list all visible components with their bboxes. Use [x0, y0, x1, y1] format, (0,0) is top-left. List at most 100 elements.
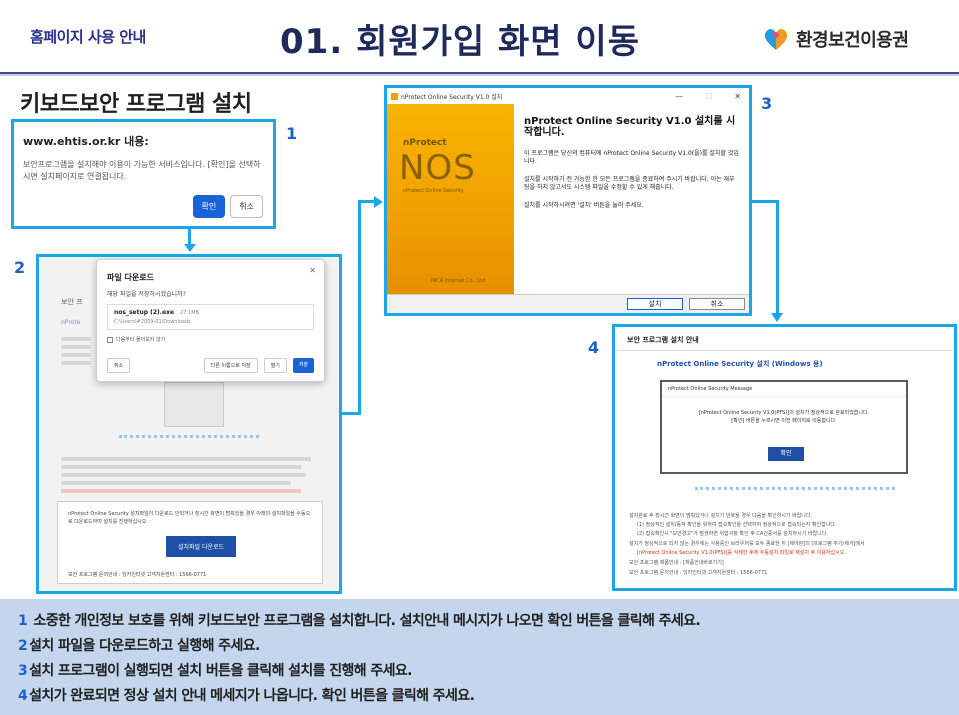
instruction-number: 1	[18, 613, 28, 629]
installer-window: nProtect Online Security V1.0 설치 — ☐ ✕ n…	[384, 85, 752, 316]
file-name: nos_setup (2).exe	[114, 309, 175, 316]
connector-2-3-a	[342, 412, 360, 415]
instructions-panel: 1 소중한 개인정보 보호를 위해 키보드보안 프로그램을 설치합니다. 설치안…	[0, 599, 959, 715]
instruction-text: 설치가 완료되면 정상 설치 안내 메세지가 나옵니다. 확인 버튼을 클릭해 …	[29, 688, 475, 704]
connector-1-2	[188, 229, 191, 245]
bg-line	[61, 473, 306, 477]
connector-3-4-b	[776, 200, 779, 314]
instruction-text: 설치 프로그램이 실행되면 설치 버튼을 클릭해 설치를 진행해 주세요.	[29, 663, 412, 679]
bg-line	[61, 457, 311, 461]
step-number-3: 3	[761, 94, 773, 113]
bg-line	[61, 481, 291, 485]
install-complete-dialog: nProtect Online Security Message [nProte…	[660, 380, 908, 474]
header-divider	[0, 72, 959, 74]
download-dialog: ✕ 파일 다운로드 해당 파일을 저장하시겠습니까? nos_setup (2)…	[96, 259, 325, 382]
arrow-down-icon	[771, 313, 783, 322]
installer-brand-panel: nProtect NOS nProtect Online Security IN…	[387, 104, 514, 294]
install-note-6: 보안 프로그램 제품안내 : [제품안내바로가기]	[629, 560, 724, 566]
download-dialog-question: 해당 파일을 저장하시겠습니까?	[107, 291, 186, 298]
save-button[interactable]: 저장	[292, 358, 314, 373]
instruction-text: 소중한 개인정보 보호를 위해 키보드보안 프로그램을 설치합니다. 설치안내 …	[29, 613, 701, 629]
close-icon[interactable]: ✕	[734, 91, 741, 101]
checkbox-label: 다음부터 물어보지 않기	[116, 337, 166, 343]
bg-line	[61, 361, 91, 365]
section-title: 키보드보안 프로그램 설치	[20, 92, 252, 117]
homepage-guide-label: 홈페이지 사용 안내	[30, 28, 146, 46]
logo-text: 환경보건이용권	[796, 30, 909, 51]
install-note-2: (1) 정상적인 설치/동작 확인을 위하여 접속확인을 선택하여 정상적으로 …	[637, 522, 837, 528]
alert-ok-button[interactable]: 확인	[192, 195, 226, 218]
progress-dots	[119, 435, 259, 439]
bg-line	[61, 337, 91, 341]
installer-download-button[interactable]: 설치파일 다운로드	[166, 536, 237, 557]
bg-line	[61, 465, 301, 469]
brand-logo: 환경보건이용권	[762, 24, 909, 54]
install-guide-subheading: nProtect Online Security 설치 (Windows 용)	[657, 360, 823, 368]
page-title: 01. 회원가입 화면 이동	[280, 22, 640, 62]
file-download-panel: 보안 프 nProte ✕ 파일 다운로드 해당 파일을 저장하시겠습니까? n…	[36, 254, 342, 594]
manual-download-message: nProtect Online Security 설치파일이 다운로드 안되거나…	[68, 511, 311, 525]
step-number-2: 2	[14, 258, 26, 277]
bg-nprotect: nProte	[61, 319, 81, 326]
header-divider-light	[0, 74, 959, 76]
heart-logo-icon	[764, 29, 788, 50]
installer-content: nProtect Online Security V1.0 설치를 시작합니다.…	[514, 104, 749, 294]
install-complete-ok-button[interactable]: 확인	[768, 447, 804, 461]
progress-dots	[695, 487, 895, 490]
checkbox-icon[interactable]	[107, 336, 113, 343]
installer-footer: 설치 취소	[387, 294, 749, 313]
install-note-5: [nProtect Online Security V1.0(PFS)]를 삭제…	[637, 550, 846, 556]
instruction-number: 4	[18, 688, 28, 704]
bg-line	[61, 353, 91, 357]
step-number-4: 4	[588, 338, 600, 357]
connector-3-4-a	[752, 200, 778, 203]
step-number-1: 1	[286, 124, 298, 143]
installer-text-2: 설치를 시작하기 전 가능한 한 모든 프로그램을 종료하여 주시기 바랍니다.…	[524, 176, 735, 191]
connector-2-3-c	[358, 200, 376, 203]
installer-titlebar: nProtect Online Security V1.0 설치 — ☐ ✕	[387, 88, 749, 104]
product-logo: NOS	[399, 148, 476, 188]
installer-window-title: nProtect Online Security V1.0 설치	[401, 93, 503, 101]
maximize-icon[interactable]: ☐	[705, 91, 713, 101]
install-guide-heading: 보안 프로그램 설치 안내	[615, 327, 954, 351]
installer-text-1: 이 프로그램은 당신의 컴퓨터에 nProtect Online Securit…	[524, 150, 739, 165]
file-size: 27.1MB	[180, 310, 199, 316]
monitor-illustration	[164, 382, 224, 427]
install-note-1: 설치완료 후 장시간 화면이 멈춰있거나 설치가 반복될 경우 다음을 확인하시…	[629, 513, 813, 519]
connector-2-3-b	[358, 200, 361, 415]
instruction-number: 2	[18, 638, 28, 654]
alert-cancel-button[interactable]: 취소	[230, 195, 263, 218]
brand-name: nProtect	[403, 138, 447, 148]
install-complete-message-1: [nProtect Online Security V1.0(PFS)]의 설치…	[698, 410, 870, 416]
download-file-item: nos_setup (2).exe 27.1MB C:\Users\#2009-0…	[107, 304, 314, 330]
save-as-button[interactable]: 다른 이름으로 저장	[203, 358, 258, 373]
install-complete-panel: 보안 프로그램 설치 안내 nProtect Online Security 설…	[612, 324, 957, 591]
minimize-icon[interactable]: —	[675, 91, 684, 101]
bg-line	[61, 345, 91, 349]
open-button[interactable]: 열기	[263, 358, 287, 373]
download-cancel-button[interactable]: 취소	[107, 358, 131, 373]
alert-title: www.ehtis.or.kr 내용:	[23, 135, 149, 148]
instruction-number: 3	[18, 663, 28, 679]
alert-message: 보안프로그램을 설치해야 이용이 가능한 서비스입니다. [확인]을 선택하시면…	[23, 160, 261, 181]
download-dialog-title: 파일 다운로드	[107, 273, 154, 282]
close-icon[interactable]: ✕	[309, 266, 316, 275]
install-button[interactable]: 설치	[627, 298, 683, 310]
dont-ask-checkbox[interactable]: 다음부터 물어보지 않기	[107, 336, 314, 343]
installer-text-3: 설치를 시작하시려면 '설치' 버튼을 눌러 주세요.	[524, 202, 644, 209]
installer-heading: nProtect Online Security V1.0 설치를 시작합니다.	[524, 116, 736, 138]
install-note-7: 보안 프로그램 문의안내 : 잉카인터넷 고객지원센터 : 1566-0771	[629, 570, 768, 576]
install-complete-message-2: [확인] 버튼을 누르시면 이전 페이지로 이동합니다.	[731, 418, 837, 424]
page-header: 홈페이지 사용 안내 01. 회원가입 화면 이동 환경보건이용권	[0, 0, 959, 72]
file-path: C:\Users\#2009-01\Downloads	[114, 319, 191, 325]
product-subtitle: nProtect Online Security	[403, 188, 464, 194]
support-contact: 보안 프로그램 문의안내 : 잉카인터넷 고객지원센터 : 1566-0771	[68, 572, 207, 578]
installer-cancel-button[interactable]: 취소	[689, 298, 745, 310]
security-alert-dialog: www.ehtis.or.kr 내용: 보안프로그램을 설치해야 이용이 가능한…	[11, 119, 276, 229]
install-note-4: 설치가 정상적으로 되지 않는 경우에는 사용중인 브라우저를 모두 종료한 뒤…	[629, 541, 865, 547]
install-complete-dialog-title: nProtect Online Security Message	[662, 382, 906, 397]
instruction-1: 1 소중한 개인정보 보호를 위해 키보드보안 프로그램을 설치합니다. 설치안…	[18, 609, 941, 634]
